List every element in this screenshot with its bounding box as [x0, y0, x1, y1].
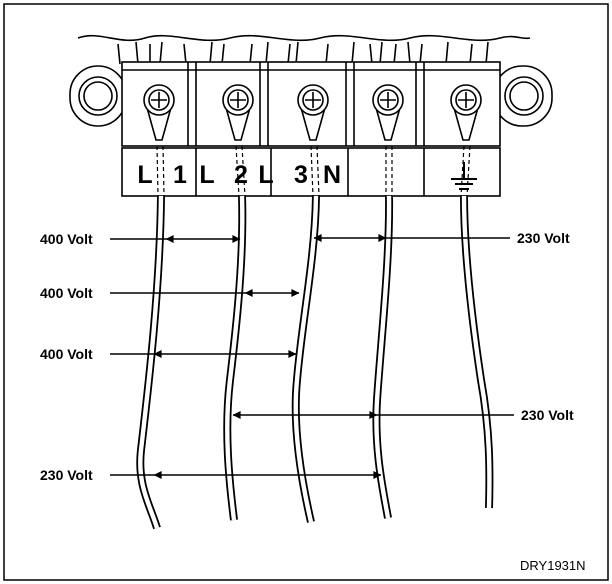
voltage-label-l1-n: 230 Volt [40, 467, 93, 483]
terminal-screws [143, 84, 482, 141]
terminal-label-n-0: N [323, 161, 341, 189]
terminal-label-l3-1: 3 [294, 161, 308, 189]
screw-l1 [143, 84, 175, 141]
terminal-label-l1-1: 1 [173, 161, 187, 189]
screw-earth [450, 84, 482, 141]
terminal-label-l1-0: L [137, 161, 152, 189]
figure-code: DRY1931N [520, 558, 586, 573]
voltage-label-l3-n: 230 Volt [517, 230, 570, 246]
voltage-arrows [110, 234, 514, 479]
cable-bundle [77, 34, 531, 65]
voltage-label-l1-l2: 400 Volt [40, 231, 93, 247]
voltage-label-l1-l3: 400 Volt [40, 346, 93, 362]
terminal-label-l3-0: L [258, 161, 273, 189]
voltage-label-l2-n: 230 Volt [521, 407, 574, 423]
terminal-label-l2-0: L [199, 161, 214, 189]
earth-icon [451, 162, 477, 190]
voltage-labels: 400 Volt 400 Volt 400 Volt 230 Volt 230 … [40, 230, 574, 483]
screw-l3 [297, 84, 329, 141]
screw-l2 [222, 84, 254, 141]
wire-passthrough [156, 145, 471, 197]
voltage-label-l2-l3: 400 Volt [40, 285, 93, 301]
terminal-label-l2-1: 2 [234, 161, 248, 189]
screw-n [372, 84, 404, 141]
